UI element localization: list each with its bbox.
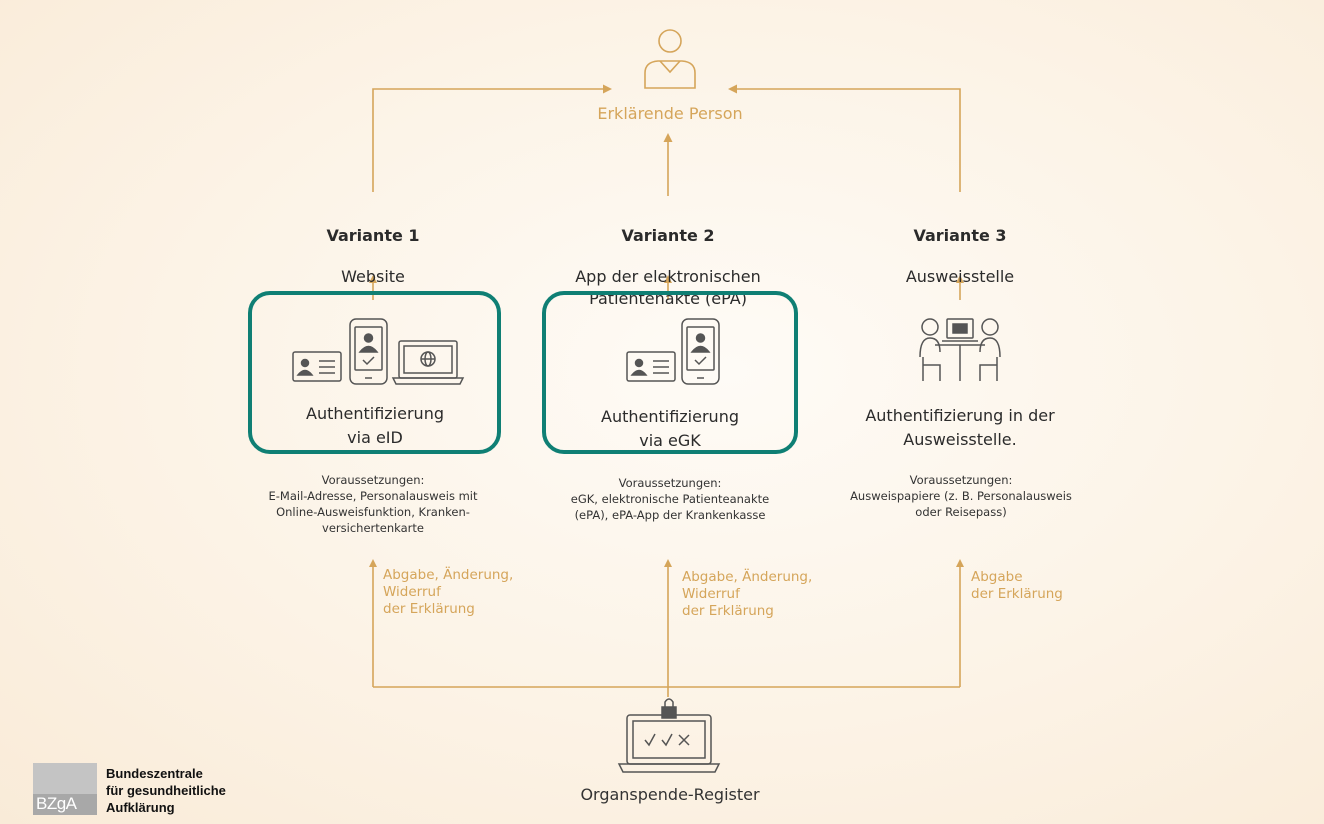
- variant-1-auth-label: Authentifizierung via eID: [306, 404, 444, 447]
- variant-2-auth-label: Authentifizierung via eGK: [601, 407, 739, 450]
- arrowhead-v3-person: [728, 84, 737, 94]
- arrowhead-register-v1: [369, 559, 377, 567]
- smartphone-icon: [681, 318, 720, 385]
- variant-3-header: Variante 3 Ausweisstelle: [840, 206, 1080, 307]
- person-icon: [644, 29, 696, 89]
- connector-v3-to-person: [734, 88, 961, 192]
- arrowhead-auth2: [664, 275, 672, 283]
- variant-1-highlight-box: [248, 291, 501, 454]
- arrowhead-register-v2: [664, 559, 672, 567]
- variant-3-requirements: Voraussetzungen: Ausweispapiere (z. B. P…: [850, 473, 1072, 519]
- variant-3-subtitle: Ausweisstelle: [905, 267, 1015, 286]
- arrowhead-v2-person: [663, 133, 673, 142]
- variant-3-title: Variante 3: [913, 226, 1007, 245]
- variant-2-highlight-box: [542, 291, 798, 454]
- variant-3-action-label: Abgabe der Erklärung: [971, 569, 1063, 602]
- variant-3-auth-label: Authentifizierung in der Ausweisstelle.: [865, 406, 1055, 449]
- variant-1-action-label: Abgabe, Änderung, Widerruf der Erklärung: [383, 567, 514, 617]
- laptop-globe-icon: [391, 340, 465, 385]
- bzga-logo-mark: BZgA: [36, 794, 77, 813]
- variant-2-title: Variante 2: [621, 226, 715, 245]
- arrowhead-v1-person: [603, 84, 612, 94]
- office-meeting-icon: [919, 318, 1001, 381]
- register-label: Organspende-Register: [580, 785, 760, 804]
- arrowhead-register-v3: [956, 559, 964, 567]
- variant-1-subtitle: Website: [341, 267, 405, 286]
- person-label: Erklärende Person: [597, 104, 743, 123]
- variant-1-requirements: Voraussetzungen: E-Mail-Adresse, Persona…: [268, 473, 478, 535]
- id-card-icon: [292, 351, 342, 382]
- id-card-icon: [626, 351, 676, 382]
- bzga-name: Bundeszentrale für gesundheitliche Aufkl…: [106, 766, 226, 815]
- bzga-logo: [33, 763, 97, 815]
- variant-1-title: Variante 1: [326, 226, 420, 245]
- connector-v1-to-person: [372, 88, 606, 192]
- smartphone-icon: [349, 318, 388, 385]
- variant-1-header: Variante 1 Website: [253, 206, 493, 307]
- variant-2-action-label: Abgabe, Änderung, Widerruf der Erklärung: [682, 569, 813, 619]
- arrowhead-auth3: [956, 275, 964, 283]
- arrowhead-auth1: [369, 275, 377, 283]
- variant-2-requirements: Voraussetzungen: eGK, elektronische Pati…: [570, 476, 770, 522]
- laptop-lock-check-icon: [617, 698, 721, 773]
